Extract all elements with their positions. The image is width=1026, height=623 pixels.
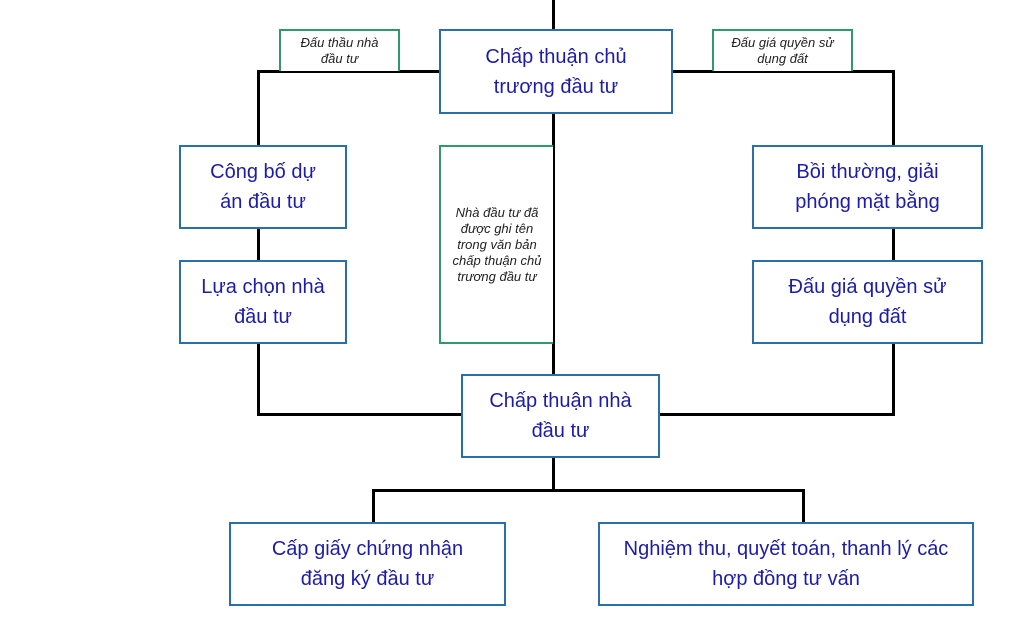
connector <box>257 70 260 416</box>
node-approve-investor: Chấp thuận nhà đầu tư <box>461 374 660 458</box>
node-land-auction: Đấu giá quyền sử dụng đất <box>752 260 983 344</box>
connector <box>552 0 555 30</box>
note-auction: Đấu giá quyền sử dụng đất <box>712 29 853 71</box>
connector <box>257 70 440 73</box>
connector <box>802 489 805 523</box>
node-acceptance: Nghiệm thu, quyết toán, thanh lý các hợp… <box>598 522 974 606</box>
node-announce-project: Công bố dự án đầu tư <box>179 145 347 229</box>
note-bidding: Đấu thầu nhà đầu tư <box>279 29 400 71</box>
node-approve-policy: Chấp thuận chủ trương đầu tư <box>439 29 673 114</box>
note-named-investor: Nhà đầu tư đã được ghi tên trong văn bản… <box>439 145 553 344</box>
connector <box>671 70 895 73</box>
connector <box>892 70 895 416</box>
connector <box>372 489 375 523</box>
connector <box>658 413 895 416</box>
node-certificate: Cấp giấy chứng nhận đăng ký đầu tư <box>229 522 506 606</box>
node-select-investor: Lựa chọn nhà đầu tư <box>179 260 347 344</box>
connector <box>372 489 805 492</box>
node-compensation: Bồi thường, giải phóng mặt bằng <box>752 145 983 229</box>
connector <box>257 413 462 416</box>
connector <box>552 112 555 492</box>
